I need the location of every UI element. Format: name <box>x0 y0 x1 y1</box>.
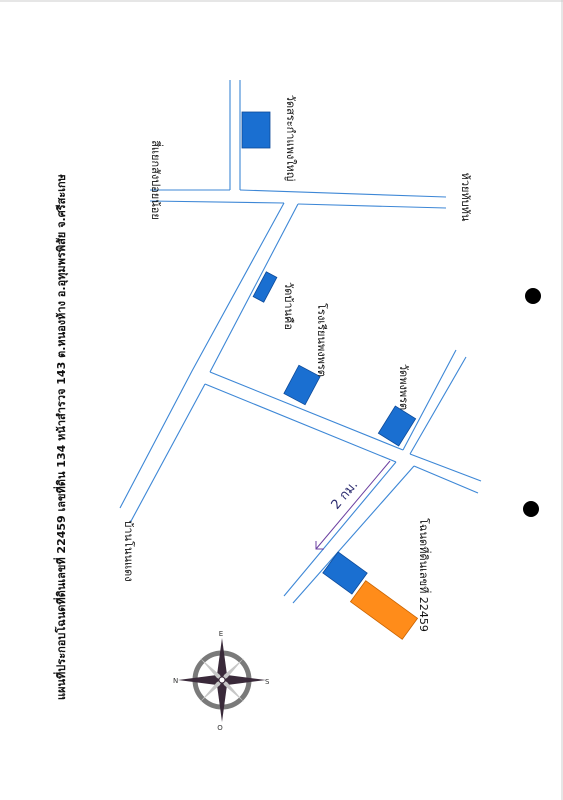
compass-north-label: N <box>173 677 178 685</box>
hole-punch-top-icon <box>525 288 541 304</box>
compass-west-label: O <box>217 724 223 732</box>
wat-nong-phot-building <box>377 405 417 447</box>
map-title: แผนที่ประกอบโฉนดที่ดินเลขที่ 22459 เลขที… <box>53 173 69 700</box>
road-diagonal-east-upper <box>209 203 299 373</box>
road-top-right-a <box>239 189 447 198</box>
road-ne-right <box>409 356 467 455</box>
compass-rose-icon <box>178 638 266 722</box>
road-cross-lower-b <box>413 465 479 494</box>
label-wat-ban-khue: วัดบ้านคือ <box>282 282 295 330</box>
label-sila-sikhamphan: สี่แยกสังปอยน้อย <box>149 140 164 220</box>
label-parcel: โฉนดที่ดินเลขที่ 22459 <box>417 518 432 632</box>
rongrian-nong-phot-building <box>283 364 321 406</box>
road-cross-upper-a <box>209 371 404 451</box>
parcel-building <box>322 551 368 595</box>
compass-east-label: E <box>219 630 223 638</box>
road-diagonal-west <box>119 202 285 509</box>
road-top-right-b <box>297 203 447 209</box>
label-rongrian-nong-phot: โรงเรียนพงพรต <box>315 303 329 377</box>
road-ne-left <box>402 349 457 451</box>
compass-south-label: S <box>265 678 270 686</box>
wat-ban-khue-building <box>252 271 278 303</box>
label-wat-sa-kamphaeng-yai: วัดสระกำแพงใหญ่ <box>284 95 297 181</box>
label-ban-non-daeng: บ้านโนนแดง <box>122 520 136 581</box>
road-diagonal-east-lower <box>129 383 206 524</box>
road-cross-lower-a <box>204 383 397 463</box>
label-huai-thap-than: ห้วยทับทัน <box>459 173 472 222</box>
distance-line <box>315 460 391 550</box>
hole-punch-bottom-icon <box>523 501 539 517</box>
distance-label: 2 กม. <box>329 478 362 513</box>
distance-arrow-icon <box>315 541 324 550</box>
road-cross-upper-b <box>409 453 482 482</box>
road-top-left-b <box>149 200 285 204</box>
parcel-land <box>349 580 419 640</box>
road-sw-left <box>283 461 397 597</box>
road-sw-right <box>292 465 415 604</box>
label-wat-nong-phot: วัดพงพรต <box>397 364 410 410</box>
wat-sa-kamphaeng-yai-building <box>241 111 271 149</box>
